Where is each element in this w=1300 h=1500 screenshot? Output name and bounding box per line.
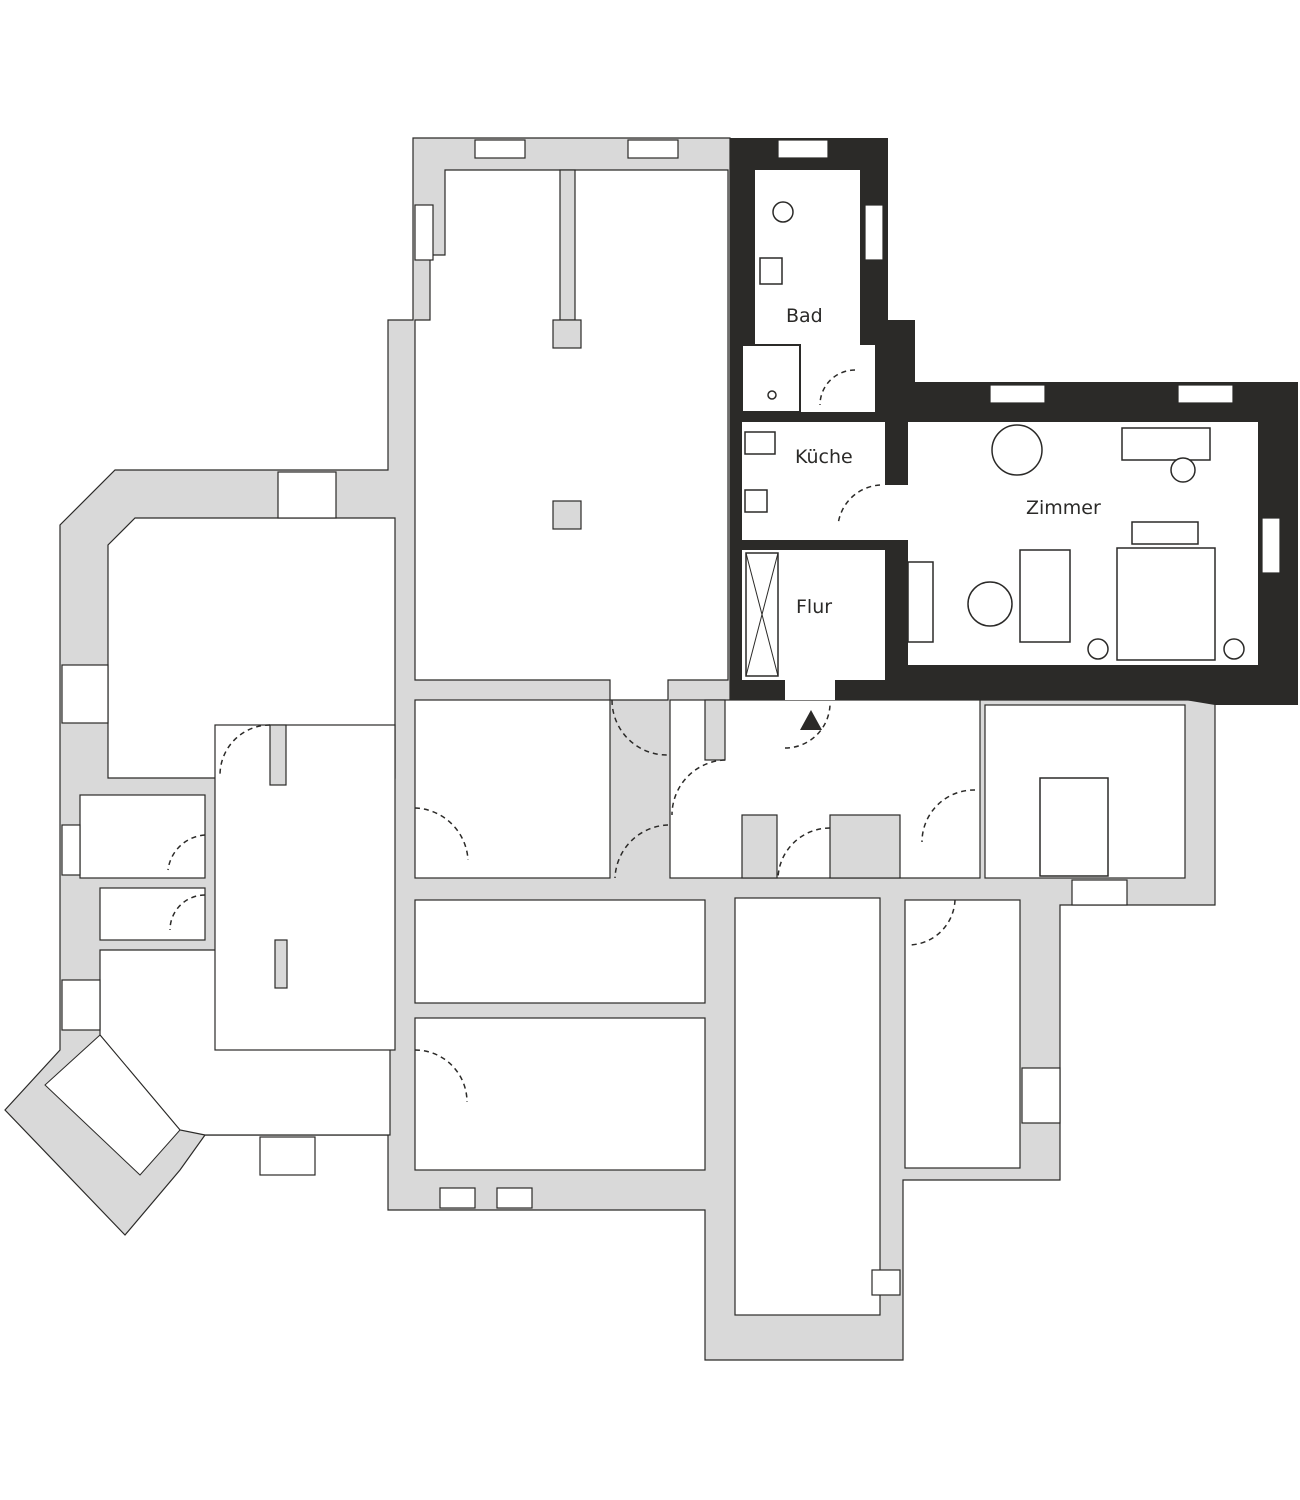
nightstand	[1087, 638, 1109, 660]
room-label-flur: Flur	[796, 596, 832, 618]
wall-partition	[741, 814, 778, 879]
room-east	[904, 899, 1021, 1169]
window	[474, 139, 526, 159]
window	[989, 384, 1046, 404]
pillar	[552, 500, 582, 530]
window	[259, 1136, 316, 1176]
room-center-north	[414, 699, 611, 879]
staircase	[1039, 777, 1109, 877]
sideboard	[907, 561, 934, 643]
window	[1177, 384, 1234, 404]
window	[61, 664, 109, 724]
window	[439, 1187, 476, 1209]
window	[1071, 879, 1128, 906]
shower-drain-icon	[767, 390, 777, 400]
window	[496, 1187, 533, 1209]
entrance-triangle-icon	[800, 710, 822, 730]
window	[1021, 1067, 1061, 1124]
shower-wall	[741, 344, 801, 413]
room-long-south	[734, 897, 881, 1316]
room-small-west-1	[79, 794, 206, 879]
door-swings	[167, 369, 976, 1103]
nightstand	[1223, 638, 1245, 660]
round-table	[967, 581, 1013, 627]
window	[777, 139, 829, 159]
room-center-1	[414, 899, 706, 1004]
window	[864, 204, 884, 261]
door-opening-zimmer	[880, 485, 915, 540]
desk-chair	[1170, 457, 1196, 483]
stove-icon	[744, 431, 776, 455]
wall-partition	[559, 169, 576, 321]
bay-window	[44, 1034, 181, 1176]
desk	[1121, 427, 1211, 461]
kitchen-sink-icon	[744, 489, 768, 513]
wall-partition	[704, 699, 726, 761]
room-label-bad: Bad	[786, 305, 823, 327]
window	[61, 979, 101, 1031]
window	[277, 471, 337, 519]
room-center-2	[414, 1017, 706, 1171]
window	[1261, 517, 1281, 574]
wall-partition	[269, 724, 287, 786]
window	[627, 139, 679, 159]
hall-west	[214, 724, 396, 1051]
wall-partition	[274, 939, 288, 989]
room-label-kueche: Küche	[795, 446, 853, 468]
toilet-icon	[772, 201, 794, 223]
room-bad	[742, 170, 875, 412]
sofa	[1019, 549, 1071, 643]
room-small-west-2	[99, 887, 206, 941]
window	[871, 1269, 901, 1296]
dining-table	[991, 424, 1043, 476]
wall-partition	[829, 814, 901, 879]
window	[61, 824, 81, 876]
window	[414, 204, 434, 261]
sink-icon	[759, 257, 783, 285]
pillar	[552, 319, 582, 349]
bed	[1116, 547, 1216, 661]
bed-headboard	[1131, 521, 1199, 545]
room-label-zimmer: Zimmer	[1026, 497, 1101, 519]
